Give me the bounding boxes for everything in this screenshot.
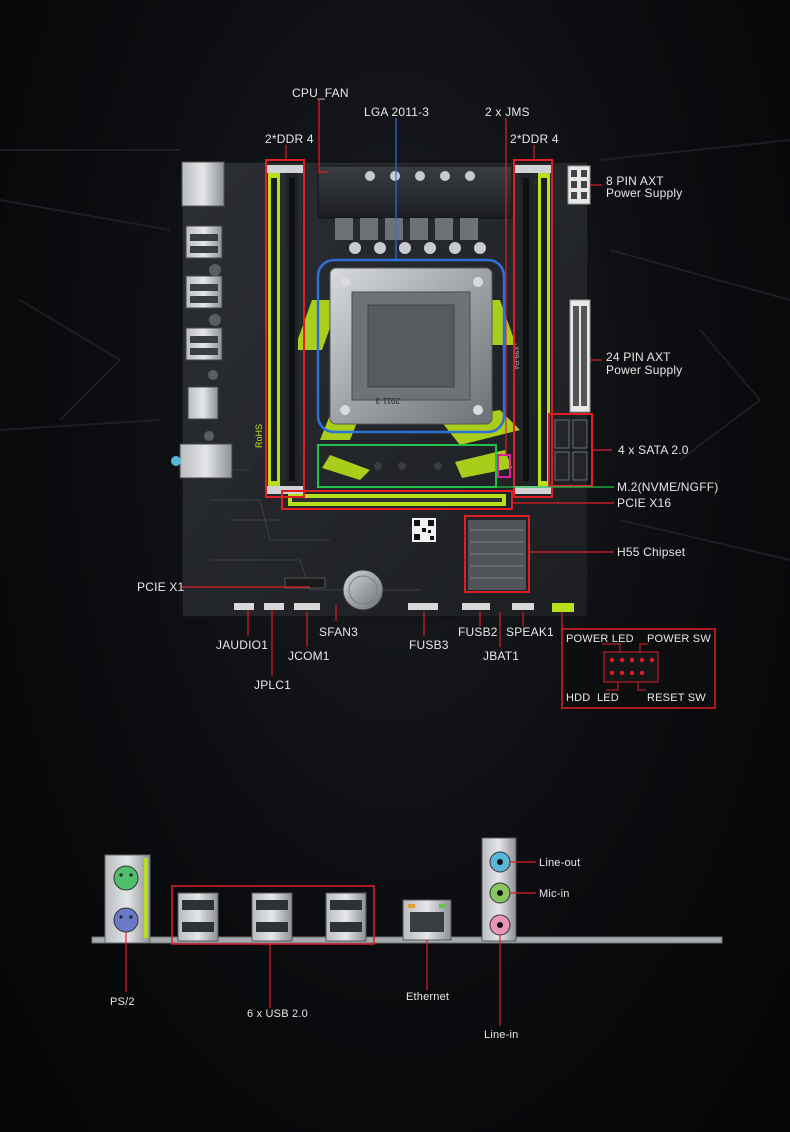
label-power-led: POWER LED	[566, 633, 634, 645]
cpu-socket-lga2011-3: 2011-3	[316, 258, 506, 434]
label-m2: M.2(NVME/NGFF)	[617, 480, 719, 494]
label-line-in: Line-in	[484, 1029, 519, 1041]
label-jaudio1: JAUDIO1	[216, 638, 269, 652]
socket-mark-text: 2011-3	[375, 396, 400, 405]
cmos-battery	[342, 569, 384, 611]
label-8pin-line2: Power Supply	[606, 186, 683, 200]
label-fusb2: FUSB2	[458, 625, 498, 639]
m2-slot	[317, 444, 497, 488]
ddr4-slots-right	[515, 165, 552, 494]
label-sata: 4 x SATA 2.0	[618, 443, 689, 457]
label-usb: 6 x USB 2.0	[247, 1008, 308, 1020]
callout-lines	[182, 100, 614, 676]
rohs-mark: RoHS	[254, 424, 264, 448]
label-8pin-line1: 8 PIN AXT	[606, 174, 664, 188]
sata-ports	[548, 413, 593, 487]
label-jcom1: JCOM1	[288, 649, 330, 663]
qr-code	[412, 518, 436, 542]
label-24pin-line1: 24 PIN AXT	[606, 350, 671, 364]
model-print: X99-P4	[512, 346, 519, 369]
h55-chipset-heatsink	[464, 515, 530, 593]
pcie-x1-slot	[284, 577, 326, 589]
label-jms: 2 x JMS	[485, 105, 530, 119]
ddr4-slots-left	[267, 165, 304, 494]
bottom-headers	[234, 603, 574, 612]
label-pcie-x1: PCIE X1	[137, 580, 185, 594]
label-sfan3: SFAN3	[319, 625, 359, 639]
rear-io-stack	[171, 161, 233, 479]
label-reset-sw: RESET SW	[647, 692, 706, 704]
label-ddr4-left: 2*DDR 4	[265, 132, 314, 146]
background-texture	[0, 139, 790, 561]
label-mic-in: Mic-in	[539, 888, 570, 900]
io-shield	[91, 837, 723, 945]
label-hdd-led: HDD LED	[566, 692, 619, 704]
io-callout-lines	[125, 861, 536, 1026]
pcie-x16-slot	[281, 490, 513, 510]
label-power-sw: POWER SW	[647, 633, 711, 645]
vrm-area	[317, 165, 513, 254]
label-jbat1: JBAT1	[483, 649, 520, 663]
label-ddr4-right: 2*DDR 4	[510, 132, 559, 146]
label-pcie-x16: PCIE X16	[617, 496, 672, 510]
label-lga-socket: LGA 2011-3	[364, 105, 430, 119]
label-speak1: SPEAK1	[506, 625, 554, 639]
label-cpu-fan: CPU_FAN	[292, 86, 349, 100]
front-panel-diagram	[561, 628, 716, 709]
label-line-out: Line-out	[539, 857, 581, 869]
label-24pin-line2: Power Supply	[606, 363, 683, 377]
label-fusb3: FUSB3	[409, 638, 449, 652]
label-ethernet: Ethernet	[406, 991, 450, 1003]
label-h55-chipset: H55 Chipset	[617, 545, 686, 559]
jms-header	[497, 454, 511, 478]
power-connectors	[567, 165, 591, 413]
label-jplc1: JPLC1	[254, 678, 292, 692]
label-ps2: PS/2	[110, 996, 135, 1008]
